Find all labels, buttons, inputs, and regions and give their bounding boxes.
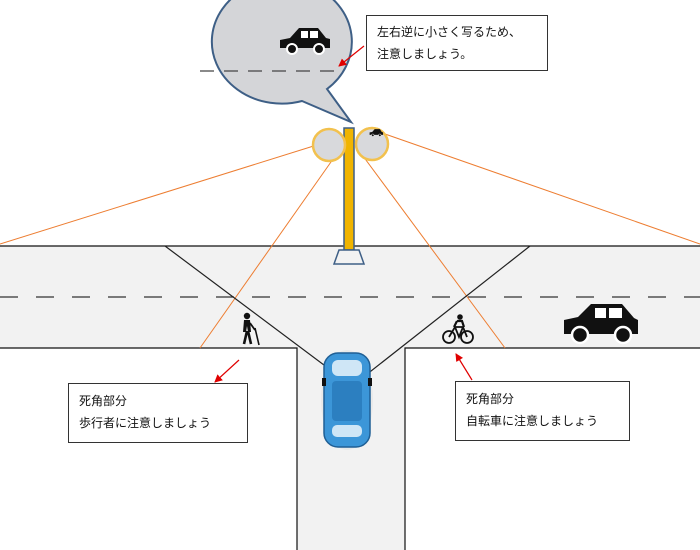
mirror-zoom-bubble — [200, 0, 354, 125]
pedestrian-callout-line1: 死角部分 — [79, 394, 128, 408]
pedestrian-blindspot-callout: 死角部分 歩行者に注意しましょう — [68, 383, 248, 443]
road-edge-bottom-right — [404, 347, 700, 550]
car-icon — [280, 28, 330, 55]
car-on-road-icon — [564, 304, 638, 345]
mirror-callout-line2: 注意しましょう。 — [377, 47, 473, 61]
mirror-callout-line1: 左右逆に小さく写るため、 — [377, 25, 522, 39]
bicycle-blindspot-callout: 死角部分 自転車に注意しましょう — [455, 381, 630, 441]
pedestrian-callout-line2: 歩行者に注意しましょう — [79, 416, 212, 430]
bicycle-callout-line1: 死角部分 — [466, 392, 515, 406]
car-topdown-icon — [321, 350, 373, 450]
pole-base — [332, 249, 366, 265]
mirror-pole — [332, 127, 366, 265]
pedestrian-icon — [242, 312, 260, 346]
callout-arrows — [214, 45, 473, 383]
mirror-view-lines — [0, 133, 700, 349]
mirror-car-reflection-icon — [369, 129, 384, 137]
mirror-warning-callout: 左右逆に小さく写るため、 注意しましょう。 — [366, 15, 548, 71]
bicycle-callout-line2: 自転車に注意しましょう — [466, 414, 599, 428]
bicycle-icon — [442, 314, 474, 344]
road-edge-bottom-left — [0, 347, 298, 550]
